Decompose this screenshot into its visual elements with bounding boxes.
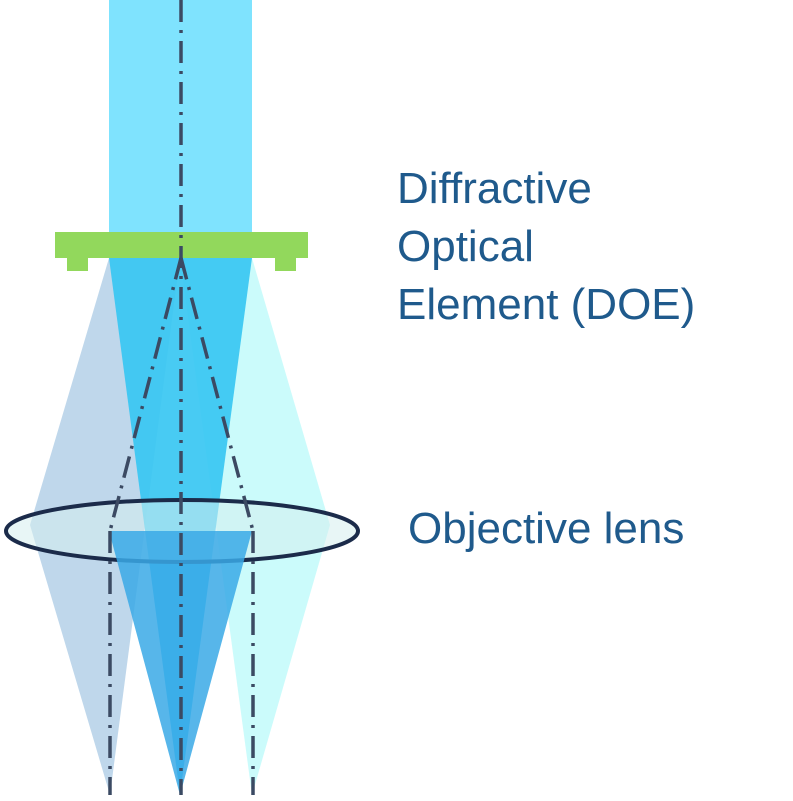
doe-label-line-1: Diffractive xyxy=(397,164,592,213)
doe-label-line-3: Element (DOE) xyxy=(397,280,696,329)
doe-label-line-2: Optical xyxy=(397,222,534,271)
doe-left-foot xyxy=(67,256,88,271)
input-beam xyxy=(109,0,252,235)
doe-label: Diffractive Optical Element (DOE) xyxy=(397,160,695,334)
objective-lens-label: Objective lens xyxy=(408,504,685,553)
ray-lines xyxy=(108,0,255,795)
left-ray-upper xyxy=(108,257,183,532)
doe-right-foot xyxy=(275,256,296,271)
right-ray-upper xyxy=(179,257,255,532)
